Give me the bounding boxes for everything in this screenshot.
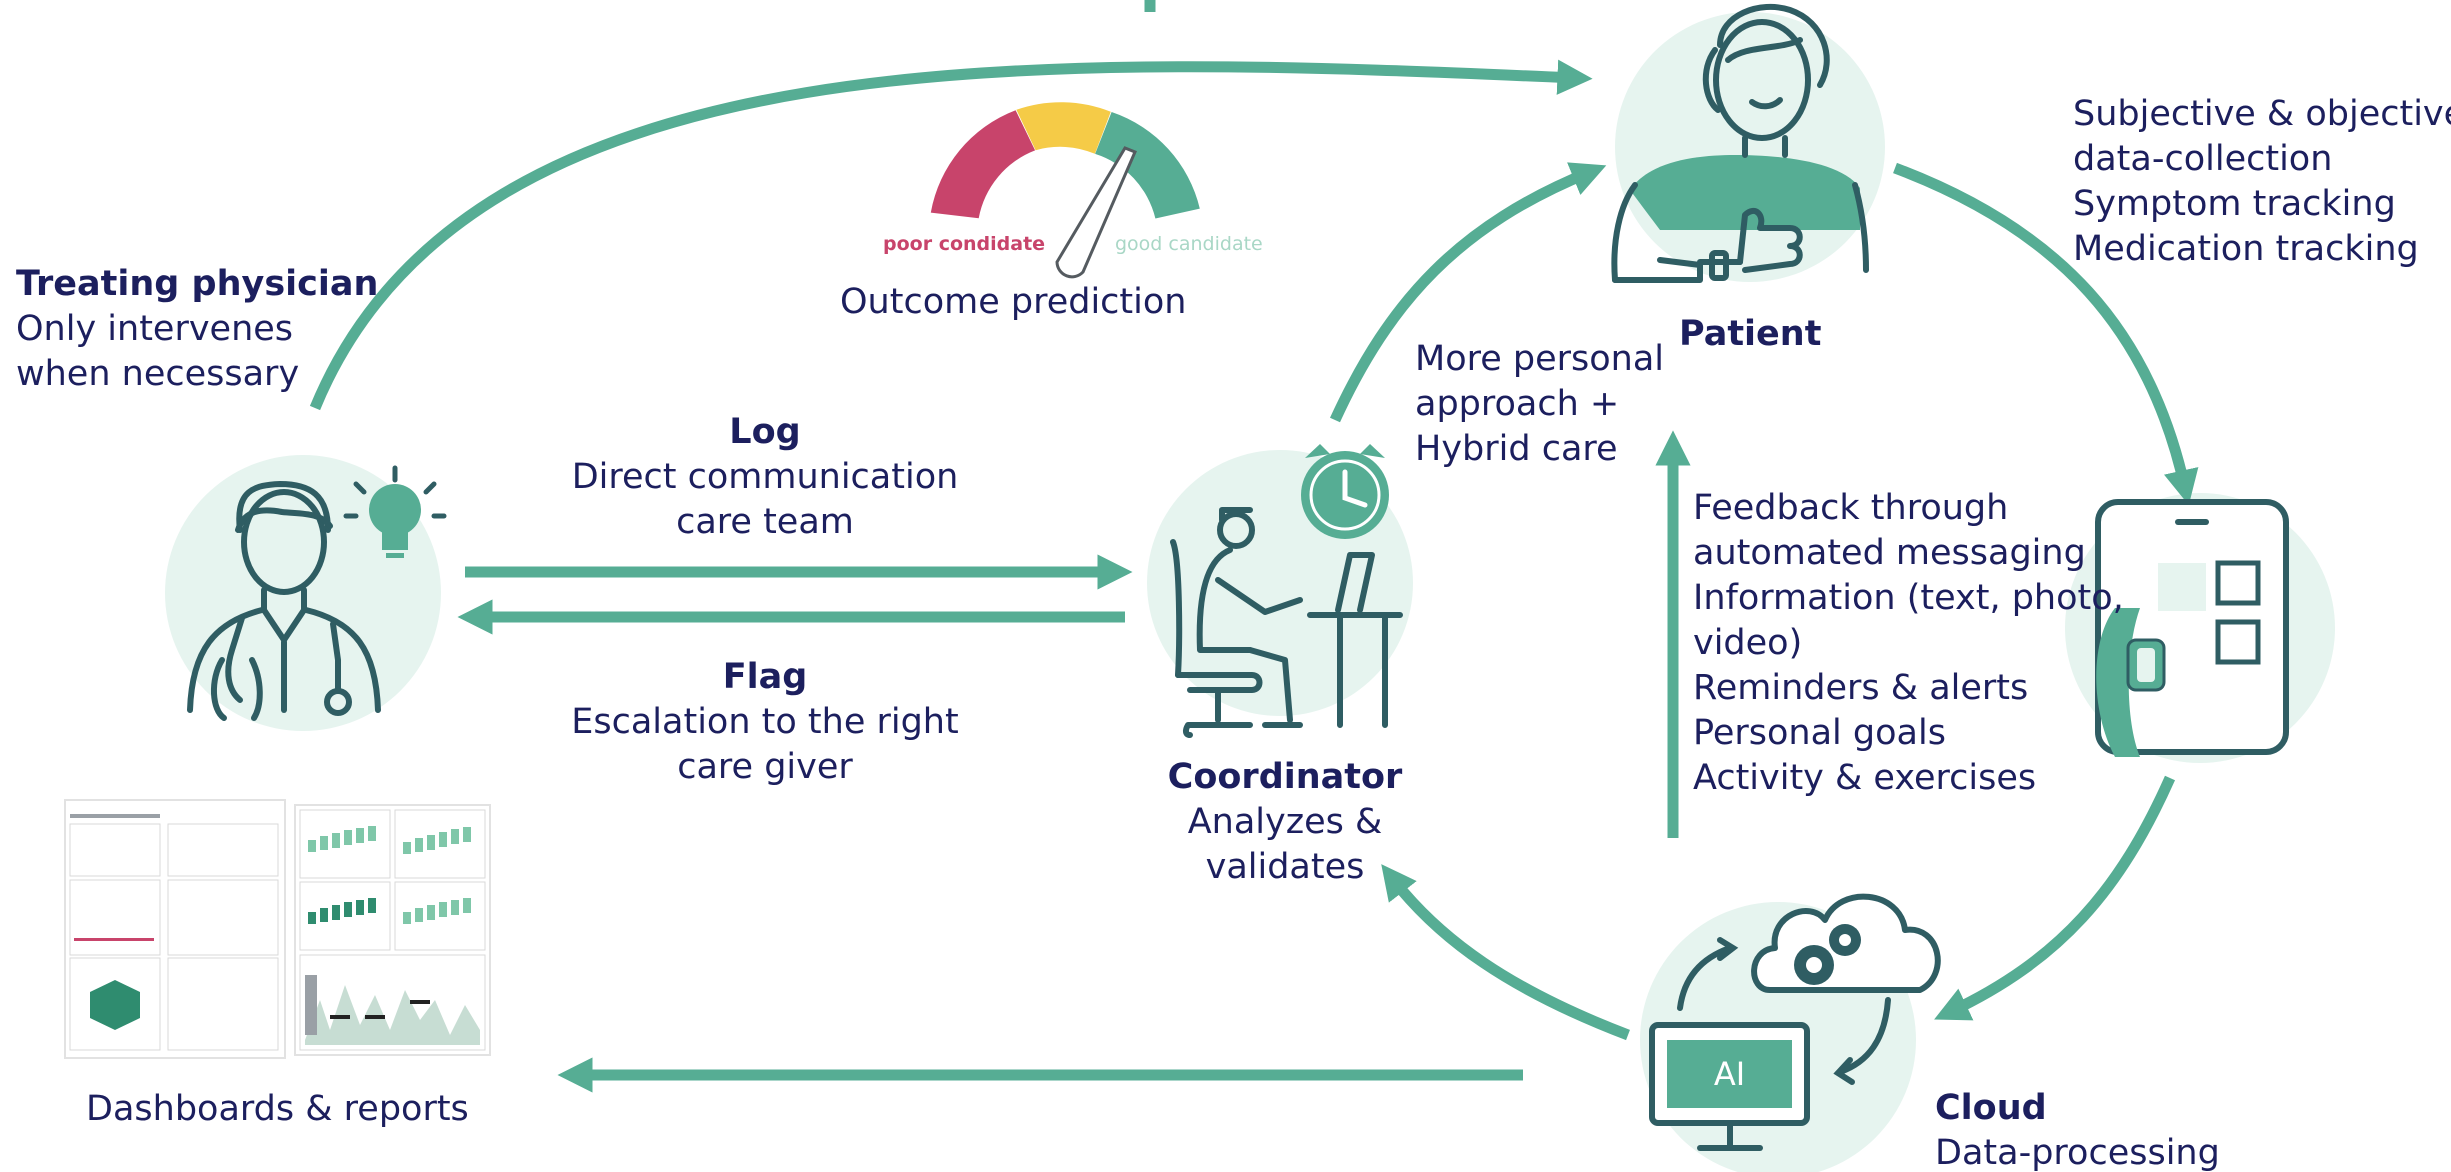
feedback-line-7: Activity & exercises	[1693, 758, 2037, 798]
coordinator-title: Coordinator	[1167, 757, 1403, 797]
feedback-line-6: Personal goals	[1693, 713, 1946, 753]
phone-wearable-icon	[2095, 499, 2289, 757]
personal-line-2: approach +	[1415, 384, 1620, 424]
flag-title: Flag	[722, 657, 808, 697]
log-caption: Log Direct communication care team	[560, 410, 970, 545]
physician-line-1: Only intervenes	[16, 309, 294, 349]
lightbulb-icon	[343, 465, 447, 558]
feedback-line-1: Feedback through	[1693, 488, 2009, 528]
cloud-title: Cloud	[1935, 1088, 2047, 1128]
gauge-poor-label: poor condidate	[883, 233, 1046, 255]
cloud-caption: Cloud Data-processing	[1935, 1086, 2220, 1172]
personal-line-3: Hybrid care	[1415, 429, 1618, 469]
patient-icon	[1611, 3, 1869, 283]
physician-line-2: when necessary	[16, 354, 300, 394]
flag-line-2: care giver	[677, 747, 853, 787]
flag-line-1: Escalation to the right	[571, 702, 959, 742]
physician-caption: Treating physician Only intervenes when …	[16, 262, 378, 397]
dashboards-thumbnails	[64, 799, 491, 1059]
ai-label: AI	[1713, 1055, 1746, 1093]
feedback-line-2: automated messaging	[1693, 533, 2086, 573]
cloud-ai-icon	[1649, 893, 1941, 1151]
dashboards-label: Dashboards & reports	[86, 1089, 469, 1129]
personal-care-caption: More personal approach + Hybrid care	[1415, 337, 1664, 472]
patient-data-line-2: data-collection	[2073, 139, 2333, 179]
arrow-physician-to-patient	[309, 59, 1593, 411]
patient-data-line-4: Medication tracking	[2073, 229, 2419, 269]
patient-label: Patient	[1679, 314, 1822, 354]
feedback-line-4: video)	[1693, 623, 1803, 663]
coordinator-line-2: validates	[1205, 847, 1365, 887]
arrow-coordinator-to-patient	[1330, 162, 1607, 423]
physician-title: Treating physician	[16, 264, 379, 304]
arrow-cloud-to-coordinator	[1381, 864, 1630, 1041]
log-line-1: Direct communication	[571, 457, 959, 497]
patient-data-line-3: Symptom tracking	[2073, 184, 2396, 224]
personal-line-1: More personal	[1415, 339, 1665, 379]
feedback-line-5: Reminders & alerts	[1693, 668, 2029, 708]
gauge-good-label: good candidate	[1115, 233, 1263, 255]
coordinator-icon	[1170, 507, 1403, 738]
outcome-gauge	[930, 102, 1200, 279]
coordinator-caption: Coordinator Analyzes & validates	[1140, 755, 1430, 890]
arrow-patient-to-device	[1893, 162, 2199, 506]
alarm-clock-icon	[1301, 444, 1389, 539]
patient-data-caption: Subjective & objective data-collection S…	[2073, 92, 2451, 272]
outcome-prediction-label: Outcome prediction	[840, 282, 1187, 322]
log-line-2: care team	[676, 502, 854, 542]
arrow-device-to-cloud	[1934, 775, 2176, 1021]
physician-icon	[187, 481, 381, 721]
flag-caption: Flag Escalation to the right care giver	[560, 655, 970, 790]
feedback-caption: Feedback through automated messaging Inf…	[1693, 486, 2124, 801]
feedback-line-3: Information (text, photo,	[1693, 578, 2124, 618]
cloud-line-1: Data-processing	[1935, 1133, 2220, 1172]
coordinator-line-1: Analyzes &	[1187, 802, 1383, 842]
patient-caption: Patient	[1679, 312, 1821, 357]
patient-data-line-1: Subjective & objective	[2073, 94, 2451, 134]
log-title: Log	[729, 412, 801, 452]
